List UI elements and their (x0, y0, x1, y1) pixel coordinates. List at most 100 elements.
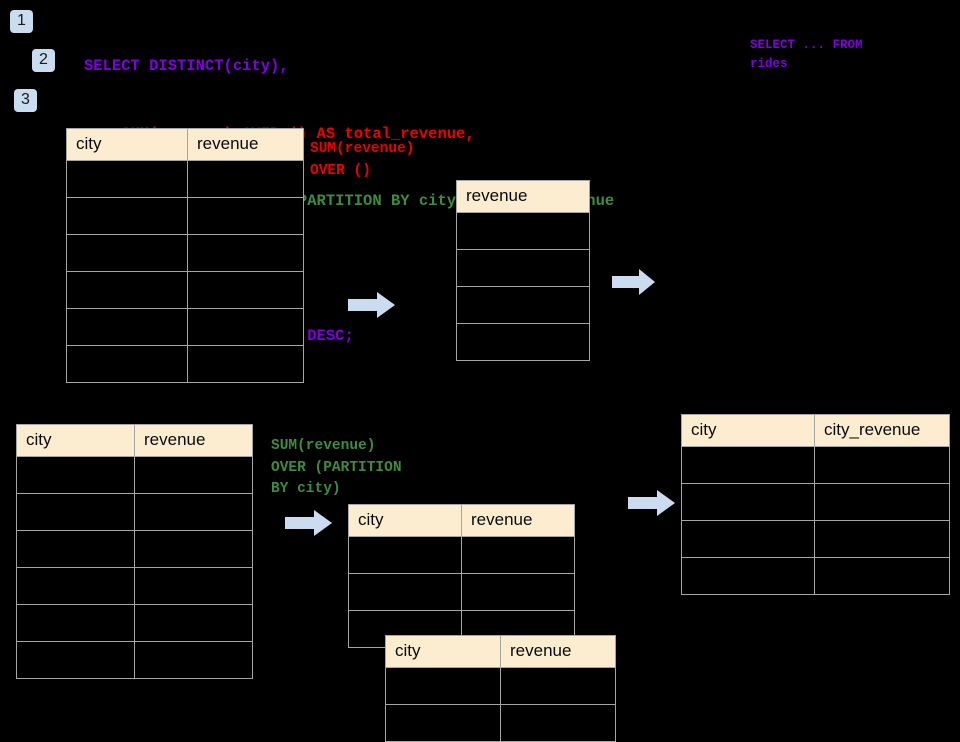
arrow-total-to-result (612, 269, 655, 295)
table-row (681, 520, 950, 558)
table-cell (187, 271, 304, 309)
table-cell (66, 234, 188, 272)
table-cell (814, 446, 950, 484)
diagram-canvas: SELECT DISTINCT(city), SUM(revenue) OVER… (10, 10, 950, 742)
table-row (348, 573, 575, 611)
table-row (16, 530, 253, 568)
table-cell (681, 557, 815, 595)
annotation-over-empty: SUM(revenue) OVER () (310, 141, 415, 179)
table-row (16, 456, 253, 494)
table-cell (187, 234, 304, 272)
step-badge-2[interactable]: 2 (32, 49, 55, 72)
table-cell (16, 604, 135, 642)
table-cell (461, 536, 575, 574)
arrow-source-to-partition (285, 510, 332, 536)
column-header-revenue: revenue (134, 424, 253, 457)
table-row (66, 197, 304, 235)
table-cell (134, 456, 253, 494)
table-cell (134, 530, 253, 568)
table-cell (66, 308, 188, 346)
column-header-city: city (66, 128, 188, 161)
table-cell (681, 446, 815, 484)
sql-line-select: SELECT DISTINCT(city), (84, 57, 289, 75)
table-cell (187, 308, 304, 346)
table-row (66, 234, 304, 272)
column-header-city: city (385, 635, 501, 668)
table-cell (500, 667, 616, 705)
column-header-revenue: revenue (187, 128, 304, 161)
table-header-row: revenue (456, 180, 590, 213)
table-cell (681, 520, 815, 558)
table-row (456, 249, 590, 287)
column-header-revenue: revenue (456, 180, 590, 213)
table-cell (456, 323, 590, 361)
table-cell (814, 483, 950, 521)
column-header-city_revenue: city_revenue (814, 414, 950, 447)
table-row (456, 323, 590, 361)
table-row (681, 483, 950, 521)
table-cell (456, 286, 590, 324)
table-cell (134, 604, 253, 642)
column-header-city: city (16, 424, 135, 457)
table-row (456, 212, 590, 250)
column-header-revenue: revenue (461, 504, 575, 537)
column-header-revenue: revenue (500, 635, 616, 668)
table-cell (500, 704, 616, 742)
column-header-city: city (348, 504, 462, 537)
table-cell (16, 493, 135, 531)
table-cell (385, 667, 501, 705)
table-row (66, 308, 304, 346)
table-row (16, 641, 253, 679)
step-badge-3[interactable]: 3 (14, 89, 37, 112)
table-cell (16, 530, 135, 568)
table-cell (134, 493, 253, 531)
annotation-over-partition: SUM(revenue) OVER (PARTITION BY city) (271, 438, 402, 497)
arrow-rides-to-total (348, 292, 395, 318)
table-cell (16, 567, 135, 605)
table-row (66, 160, 304, 198)
table-row (16, 493, 253, 531)
table-row (66, 345, 304, 383)
total-revenue-table: revenue (456, 180, 590, 361)
table-cell (134, 567, 253, 605)
table-cell (814, 520, 950, 558)
column-header-city: city (681, 414, 815, 447)
table-cell (187, 160, 304, 198)
table-cell (681, 483, 815, 521)
table-cell (66, 160, 188, 198)
table-row (681, 446, 950, 484)
table-row (385, 667, 616, 705)
table-cell (456, 212, 590, 250)
table-row (681, 557, 950, 595)
table-row (16, 567, 253, 605)
table-cell (456, 249, 590, 287)
table-cell (66, 271, 188, 309)
table-row (348, 536, 575, 574)
table-cell (66, 197, 188, 235)
table-cell (348, 573, 462, 611)
table-cell (348, 536, 462, 574)
table-cell (66, 345, 188, 383)
table-row (385, 704, 616, 742)
table-cell (134, 641, 253, 679)
arrow-partition-to-result (628, 490, 675, 516)
table-row (16, 604, 253, 642)
step-badge-1[interactable]: 1 (10, 10, 33, 33)
table-cell (187, 197, 304, 235)
table-cell (16, 456, 135, 494)
table-cell (16, 641, 135, 679)
table-row (66, 271, 304, 309)
table-cell (461, 573, 575, 611)
table-cell (814, 557, 950, 595)
table-row (456, 286, 590, 324)
